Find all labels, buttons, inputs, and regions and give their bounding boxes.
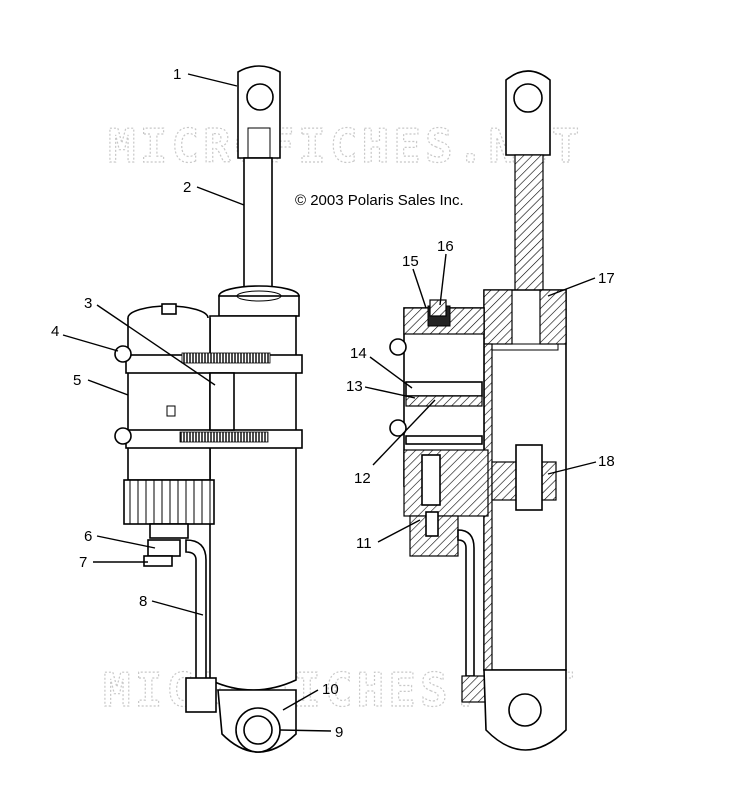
callout-8: 8 <box>139 593 147 610</box>
callout-14: 14 <box>350 345 367 362</box>
callout-numbers: 1 2 3 4 5 6 7 8 9 10 11 12 13 14 15 16 1… <box>51 66 615 741</box>
right-shock-cutaway <box>389 70 567 751</box>
left-shock-exterior <box>114 65 303 753</box>
watermark-top: MICROFICHES.NET <box>108 119 583 173</box>
bottom-bushing <box>243 715 273 745</box>
leader-lines <box>62 73 597 732</box>
callout-2: 2 <box>183 179 191 196</box>
callout-5: 5 <box>73 372 81 389</box>
piston-shaft <box>243 157 273 289</box>
callout-16: 16 <box>437 238 454 255</box>
callout-11: 11 <box>356 535 372 552</box>
callout-7: 7 <box>79 554 87 571</box>
top-eyelet <box>237 65 281 159</box>
reservoir-canister <box>127 318 211 481</box>
callout-18: 18 <box>598 453 615 470</box>
callout-17: 17 <box>598 270 615 287</box>
callout-6: 6 <box>84 528 92 545</box>
cutaway-valve-block <box>403 449 489 517</box>
callout-12: 12 <box>354 470 371 487</box>
callout-13: 13 <box>346 378 363 395</box>
callout-10: 10 <box>322 681 339 698</box>
top-eyelet-hole <box>246 83 274 111</box>
callout-9: 9 <box>335 724 343 741</box>
copyright-notice: © 2003 Polaris Sales Inc. <box>295 192 464 209</box>
callout-1: 1 <box>173 66 181 83</box>
callout-15: 15 <box>402 253 419 270</box>
callout-3: 3 <box>84 295 92 312</box>
callout-4: 4 <box>51 323 59 340</box>
hose <box>185 539 207 681</box>
